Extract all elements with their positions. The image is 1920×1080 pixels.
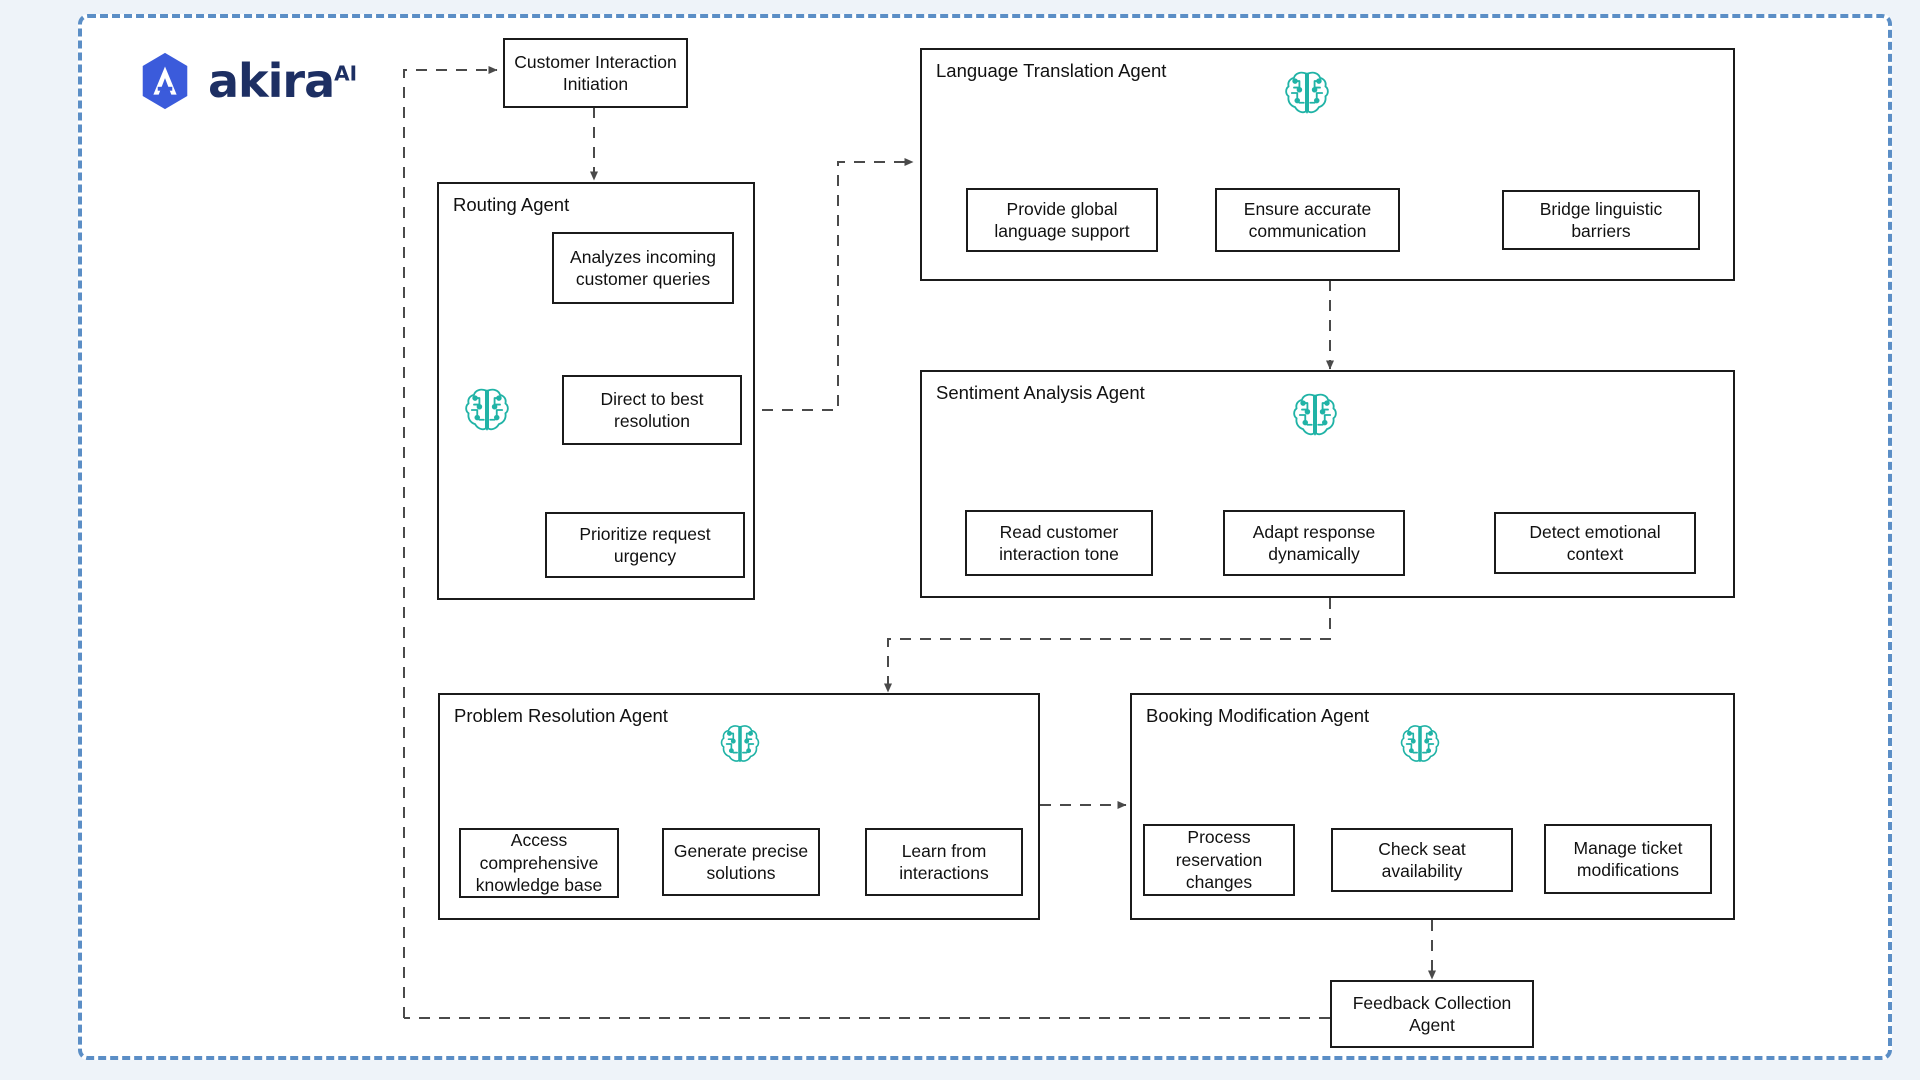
node-label: Customer Interaction Initiation (514, 51, 677, 94)
agent-title-booking-modification-agent: Booking Modification Agent (1146, 705, 1370, 726)
node-customer-interaction-initiation[interactable]: Customer Interaction Initiation (503, 38, 688, 108)
agent-title-language-translation-agent: Language Translation Agent (936, 60, 1167, 81)
ai-brain-icon-booking-modification-agent (1400, 725, 1440, 763)
node-manage-ticket-modifications[interactable]: Manage ticket modifications (1544, 824, 1712, 894)
node-label: Access comprehensive knowledge base (475, 830, 603, 896)
node-label: Ensure accurate communication (1243, 198, 1372, 241)
agent-title-problem-resolution-agent: Problem Resolution Agent (454, 705, 668, 726)
node-label: Check seat availability (1378, 838, 1466, 881)
node-label: Analyzes incoming customer queries (570, 246, 716, 289)
node-adapt-response-dynamically[interactable]: Adapt response dynamically (1223, 510, 1405, 576)
node-access-comprehensive-knowledge-base[interactable]: Access comprehensive knowledge base (459, 828, 619, 898)
node-provide-global-language-support[interactable]: Provide global language support (966, 188, 1158, 252)
node-label: Prioritize request urgency (579, 523, 711, 566)
node-check-seat-availability[interactable]: Check seat availability (1331, 828, 1513, 892)
node-label: Manage ticket modifications (1573, 837, 1683, 880)
node-feedback-collection-agent[interactable]: Feedback Collection Agent (1330, 980, 1534, 1048)
agent-title-routing-agent: Routing Agent (453, 194, 570, 215)
ai-brain-icon-language-translation-agent (1285, 71, 1329, 114)
node-process-reservation-changes[interactable]: Process reservation changes (1143, 824, 1295, 896)
node-label: Feedback Collection Agent (1352, 992, 1512, 1035)
node-label: Direct to best resolution (600, 388, 704, 431)
logo-superscript: AI (334, 61, 358, 86)
node-analyzes-incoming-customer-queries[interactable]: Analyzes incoming customer queries (552, 232, 734, 304)
ai-brain-icon-problem-resolution-agent (720, 725, 760, 763)
ai-brain-icon-sentiment-analysis-agent (1293, 393, 1337, 436)
node-prioritize-request-urgency[interactable]: Prioritize request urgency (545, 512, 745, 578)
agent-title-sentiment-analysis-agent: Sentiment Analysis Agent (936, 382, 1145, 403)
node-label: Learn from interactions (899, 840, 989, 883)
logo-name: akira (208, 54, 335, 108)
logo-wordmark: akiraAI (208, 58, 357, 104)
akira-ai-logo: akiraAI (134, 44, 384, 118)
node-learn-from-interactions[interactable]: Learn from interactions (865, 828, 1023, 896)
node-generate-precise-solutions[interactable]: Generate precise solutions (662, 828, 820, 896)
node-label: Adapt response dynamically (1252, 521, 1376, 564)
node-detect-emotional-context[interactable]: Detect emotional context (1494, 512, 1696, 574)
node-label: Generate precise solutions (673, 840, 809, 883)
node-ensure-accurate-communication[interactable]: Ensure accurate communication (1215, 188, 1400, 252)
node-read-customer-interaction-tone[interactable]: Read customer interaction tone (965, 510, 1153, 576)
akira-hexagon-logo-icon (142, 52, 188, 110)
node-label: Process reservation changes (1175, 827, 1263, 893)
node-label: Provide global language support (994, 198, 1130, 241)
node-label: Detect emotional context (1529, 521, 1661, 564)
node-direct-to-best-resolution[interactable]: Direct to best resolution (562, 375, 742, 445)
node-bridge-linguistic-barriers[interactable]: Bridge linguistic barriers (1502, 190, 1700, 250)
node-label: Read customer interaction tone (999, 521, 1119, 564)
ai-brain-icon-routing-agent (465, 388, 509, 431)
node-label: Bridge linguistic barriers (1539, 198, 1663, 241)
